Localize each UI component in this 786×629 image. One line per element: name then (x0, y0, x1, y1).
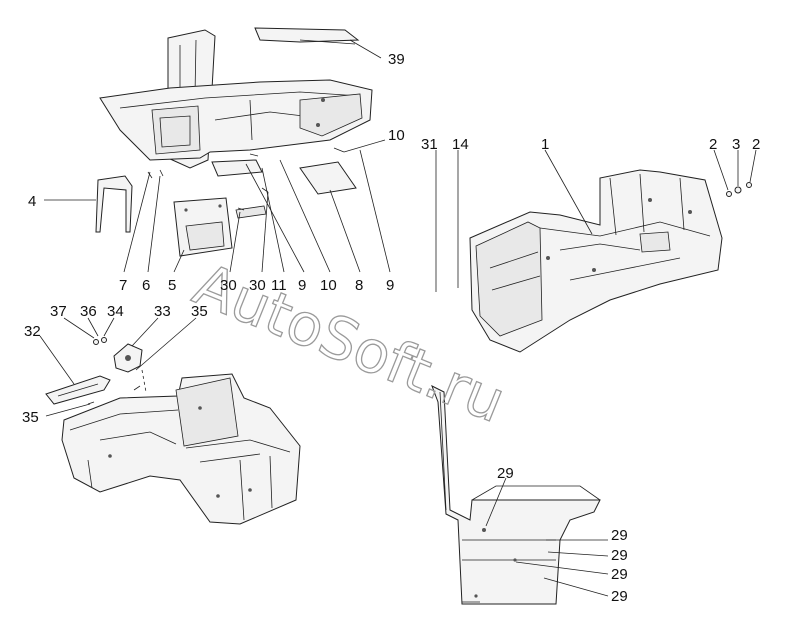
callout-2-right: 2 (752, 136, 760, 153)
callout-37: 37 (50, 303, 67, 320)
callout-1: 1 (541, 136, 549, 153)
callout-4: 4 (28, 193, 36, 210)
callout-8: 8 (355, 277, 363, 294)
callout-11: 11 (271, 277, 287, 294)
callout-29-bottom: 29 (611, 588, 628, 605)
callout-32: 32 (24, 323, 41, 340)
callout-14: 14 (452, 136, 469, 153)
callout-labels: 39 10 31 14 1 2 3 2 4 7 6 5 30 30 11 9 1… (22, 51, 760, 605)
callout-6: 6 (142, 277, 150, 294)
callout-29-second: 29 (611, 527, 628, 544)
callout-35-lower: 35 (22, 409, 39, 426)
callout-34: 34 (107, 303, 124, 320)
callout-3: 3 (732, 136, 740, 153)
callout-5: 5 (168, 277, 176, 294)
callout-10-upper: 10 (388, 127, 405, 144)
callout-33: 33 (154, 303, 171, 320)
callout-30-right: 30 (249, 277, 266, 294)
right-floor-frame-assembly (469, 169, 752, 353)
callout-9-left: 9 (298, 277, 306, 294)
bottom-cab-floor-assembly (45, 337, 301, 525)
top-cab-frame-assembly (95, 27, 373, 257)
callout-7: 7 (119, 277, 127, 294)
callout-2-left: 2 (709, 136, 717, 153)
callout-39: 39 (388, 51, 405, 68)
side-wall-detail-view (431, 384, 601, 605)
callout-36: 36 (80, 303, 97, 320)
callout-35-upper: 35 (191, 303, 208, 320)
callout-29-top: 29 (497, 465, 514, 482)
leader-lines (39, 39, 757, 597)
callout-29-third: 29 (611, 547, 628, 564)
callout-31: 31 (421, 136, 438, 153)
callout-30-left: 30 (220, 277, 237, 294)
callout-10-lower: 10 (320, 277, 337, 294)
callout-9-right: 9 (386, 277, 394, 294)
callout-29-fourth: 29 (611, 566, 628, 583)
